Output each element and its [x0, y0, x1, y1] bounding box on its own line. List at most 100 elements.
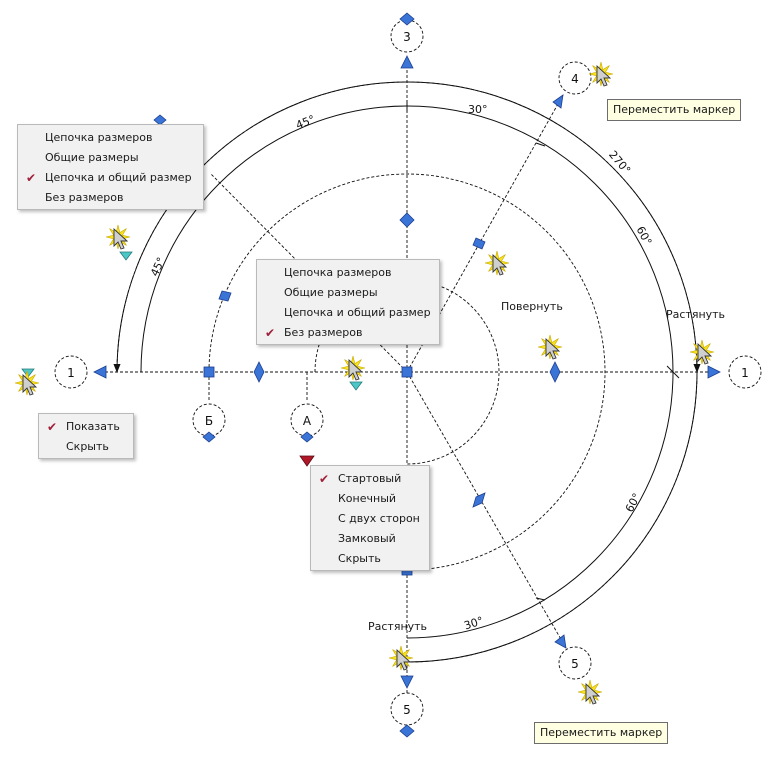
menu-item-label: Без размеров: [45, 191, 124, 204]
menu-item-label: Показать: [66, 420, 120, 433]
circle-middle: [208, 173, 606, 571]
dim-45-top: 45°: [294, 113, 317, 132]
dim-270: 270°: [606, 148, 633, 177]
dim-45-left: 45°: [148, 255, 168, 278]
bubble-a-left[interactable]: [290, 403, 324, 437]
bubble-left[interactable]: [54, 355, 88, 389]
menu-item[interactable]: Скрыть: [39, 437, 133, 457]
dim-ticks: [406, 100, 680, 601]
diamond-grip-icon[interactable]: [549, 361, 561, 383]
diamond-grip-icon[interactable]: [399, 12, 415, 26]
diamond-grip-icon[interactable]: [253, 361, 265, 383]
menu-item-label: Цепочка и общий размер: [284, 306, 431, 319]
menu-item[interactable]: Без размеров: [18, 188, 203, 208]
bubble-b-label: Б: [205, 414, 213, 428]
dim-arc-outer: [113, 81, 701, 373]
cursor-arrow-icon: [22, 373, 38, 396]
cursor-arrow-icon: [113, 227, 129, 250]
menu-item[interactable]: Цепочка и общий размер: [257, 303, 439, 323]
menu-item[interactable]: ✔ Цепочка и общий размер: [18, 168, 203, 188]
menu-item[interactable]: Конечный: [311, 489, 429, 509]
dim-arc-right-lower: [406, 371, 674, 639]
bubble-right-label: 1: [741, 366, 749, 380]
bubble-bottom[interactable]: [390, 692, 424, 726]
bubble-left-label: 1: [67, 366, 75, 380]
triangle-arrow-icon[interactable]: [554, 634, 567, 649]
dim-30-top: 30°: [468, 103, 488, 116]
menu-item[interactable]: Цепочка размеров: [257, 263, 439, 283]
triangle-arrow-icon[interactable]: [93, 365, 107, 379]
menu-item[interactable]: Скрыть: [311, 549, 429, 569]
bubble-bottom-right[interactable]: [558, 646, 592, 680]
diamond-grip-icon[interactable]: [399, 724, 415, 738]
bubble-bottom-label: 5: [403, 703, 411, 717]
cursor-group: [14, 61, 715, 705]
bubble-top-right[interactable]: [558, 61, 592, 95]
menu-item[interactable]: Цепочка размеров: [18, 128, 203, 148]
move-marker-tooltip-bottom: Переместить маркер: [534, 722, 669, 744]
triangle-arrow-icon: [349, 381, 363, 391]
triangle-arrow-icon[interactable]: [552, 94, 564, 109]
cursor-arrow-icon: [596, 64, 612, 87]
triangle-arrow-icon[interactable]: [400, 675, 414, 689]
dim-60-low: 60°: [623, 491, 644, 514]
menu-item[interactable]: ✔ Стартовый: [311, 469, 429, 489]
menu-item[interactable]: ✔ Без размеров: [257, 323, 439, 343]
axis-diagonal-lower: [406, 371, 567, 649]
cursor-arrow-icon: [348, 358, 364, 381]
bubble-top[interactable]: [390, 19, 424, 53]
cursor-arrow-icon: [492, 253, 508, 276]
dim-30-bottom: 30°: [462, 614, 485, 632]
menu-item-label: Стартовый: [338, 472, 402, 485]
cursor-arrow-icon: [545, 337, 561, 360]
menu-item-label: Цепочка и общий размер: [45, 171, 192, 184]
move-marker-tooltip-top: Переместить маркер: [607, 99, 742, 121]
menu-item[interactable]: Общие размеры: [257, 283, 439, 303]
triangle-arrow-icon[interactable]: [707, 365, 721, 379]
menu-item[interactable]: Замковый: [311, 529, 429, 549]
check-mark-icon: ✔: [265, 326, 276, 340]
menu-item-label: Цепочка размеров: [45, 131, 153, 144]
dim-arc-outer-lower: [406, 371, 698, 663]
menu-item-label: Замковый: [338, 532, 396, 545]
menu-item-label: Общие размеры: [45, 151, 139, 164]
bubble-labels: 3 4 1 1 5 5 Б А: [67, 30, 749, 717]
bubble-right[interactable]: [728, 355, 762, 389]
dimension-texts: 30° 45° 45° 270° 60° 60° 30°: [148, 103, 654, 633]
bubble-b-left[interactable]: [192, 403, 226, 437]
diamond-grip-icon[interactable]: [202, 431, 216, 443]
diamond-grip-icon[interactable]: [399, 212, 415, 228]
rotate-label: Повернуть: [501, 300, 563, 313]
check-mark-icon: ✔: [47, 420, 58, 434]
menu-item[interactable]: Общие размеры: [18, 148, 203, 168]
bubble-a-label: А: [303, 414, 312, 428]
square-grip-icon[interactable]: [401, 366, 413, 378]
triangle-arrow-icon: [119, 251, 133, 261]
triangle-arrow-icon[interactable]: [400, 55, 414, 69]
stretch-label-right: Растянуть: [666, 308, 726, 321]
diamond-grip-icon[interactable]: [472, 492, 486, 508]
menu-item-label: Конечный: [338, 492, 397, 505]
check-mark-icon: ✔: [319, 472, 330, 486]
square-grip-icon[interactable]: [203, 366, 215, 378]
axis-bubbles: [54, 19, 762, 726]
triangle-arrow-icon: [21, 368, 35, 378]
diamond-grip-icon[interactable]: [472, 237, 486, 250]
cursor-arrow-icon: [396, 648, 412, 671]
diamond-grip-icon[interactable]: [218, 290, 232, 302]
menu-item-label: С двух сторон: [338, 512, 420, 525]
triangle-arrow-icon[interactable]: [299, 455, 315, 467]
tick-low: [535, 597, 546, 601]
menu-item[interactable]: ✔ Показать: [39, 417, 133, 437]
menu-item-label: Без размеров: [284, 326, 363, 339]
diamond-grip-icon[interactable]: [300, 431, 314, 443]
menu-item[interactable]: С двух сторон: [311, 509, 429, 529]
check-mark-icon: ✔: [26, 171, 37, 185]
menu-item-label: Общие размеры: [284, 286, 378, 299]
